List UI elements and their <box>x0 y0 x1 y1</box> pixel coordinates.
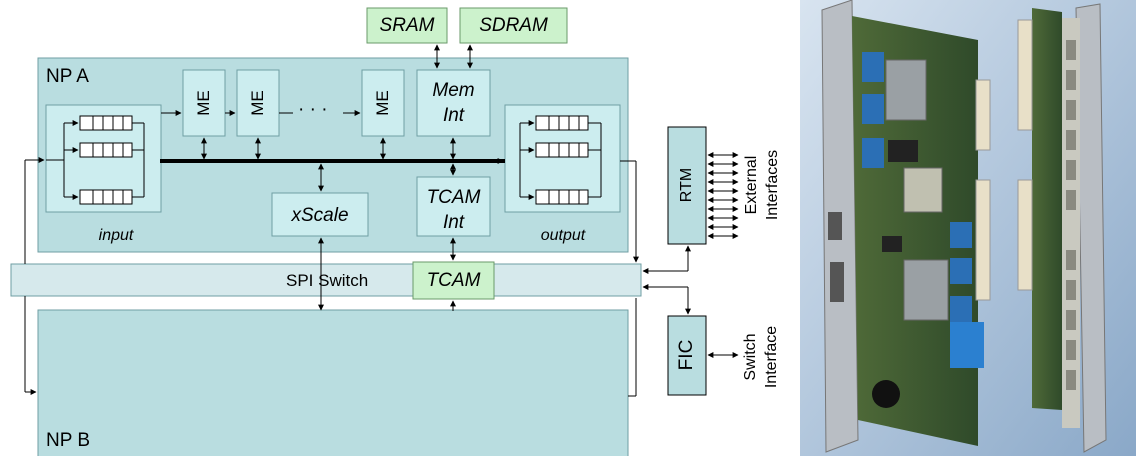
spi-switch-bar <box>10 263 642 297</box>
xscale-block <box>271 192 369 237</box>
mem-int-block <box>416 69 491 137</box>
sram-block <box>366 7 448 44</box>
np-b-box <box>37 309 629 456</box>
me-label-2: ME <box>248 90 267 116</box>
me-label-1: ME <box>194 90 213 116</box>
spi-switch-label: SPI Switch <box>286 271 369 290</box>
me-ellipsis: · · · <box>298 99 328 120</box>
me-block-1 <box>182 69 226 137</box>
input-label: input <box>98 227 134 244</box>
mem-int-label-line2: Int <box>442 105 465 126</box>
connections <box>24 44 739 397</box>
tcam-int-label-line1: TCAM <box>426 187 481 208</box>
mem-int-label-line1: Mem <box>432 80 475 101</box>
switch-interface-label-1: Switch <box>742 333 759 381</box>
me-block-3 <box>361 69 405 137</box>
rtm-block <box>667 126 707 245</box>
tcam-int-label-line2: Int <box>442 212 465 233</box>
rtm-label: RTM <box>678 167 695 203</box>
xscale-label: xScale <box>291 205 349 226</box>
tcam-int-block <box>416 176 491 237</box>
input-queues <box>46 115 145 205</box>
tcam-block <box>412 261 495 300</box>
me-label-3: ME <box>373 90 392 116</box>
sdram-block <box>459 7 568 44</box>
fic-label: FIC <box>676 339 697 371</box>
external-interfaces-label-2: Interfaces <box>764 149 781 221</box>
line-card-photo <box>800 0 1136 456</box>
me-block-2 <box>236 69 280 137</box>
external-interfaces-label-1: External <box>743 155 760 215</box>
np-architecture-diagram <box>10 7 739 456</box>
output-label: output <box>540 227 586 244</box>
np-a-label: NP A <box>46 66 89 87</box>
fic-block <box>667 315 707 396</box>
sram-label: SRAM <box>379 15 435 36</box>
switch-interface-label-2: Interface <box>763 325 780 389</box>
tcam-label: TCAM <box>426 270 481 291</box>
sdram-label: SDRAM <box>479 15 548 36</box>
np-b-label: NP B <box>46 430 91 451</box>
output-queues <box>519 115 602 205</box>
